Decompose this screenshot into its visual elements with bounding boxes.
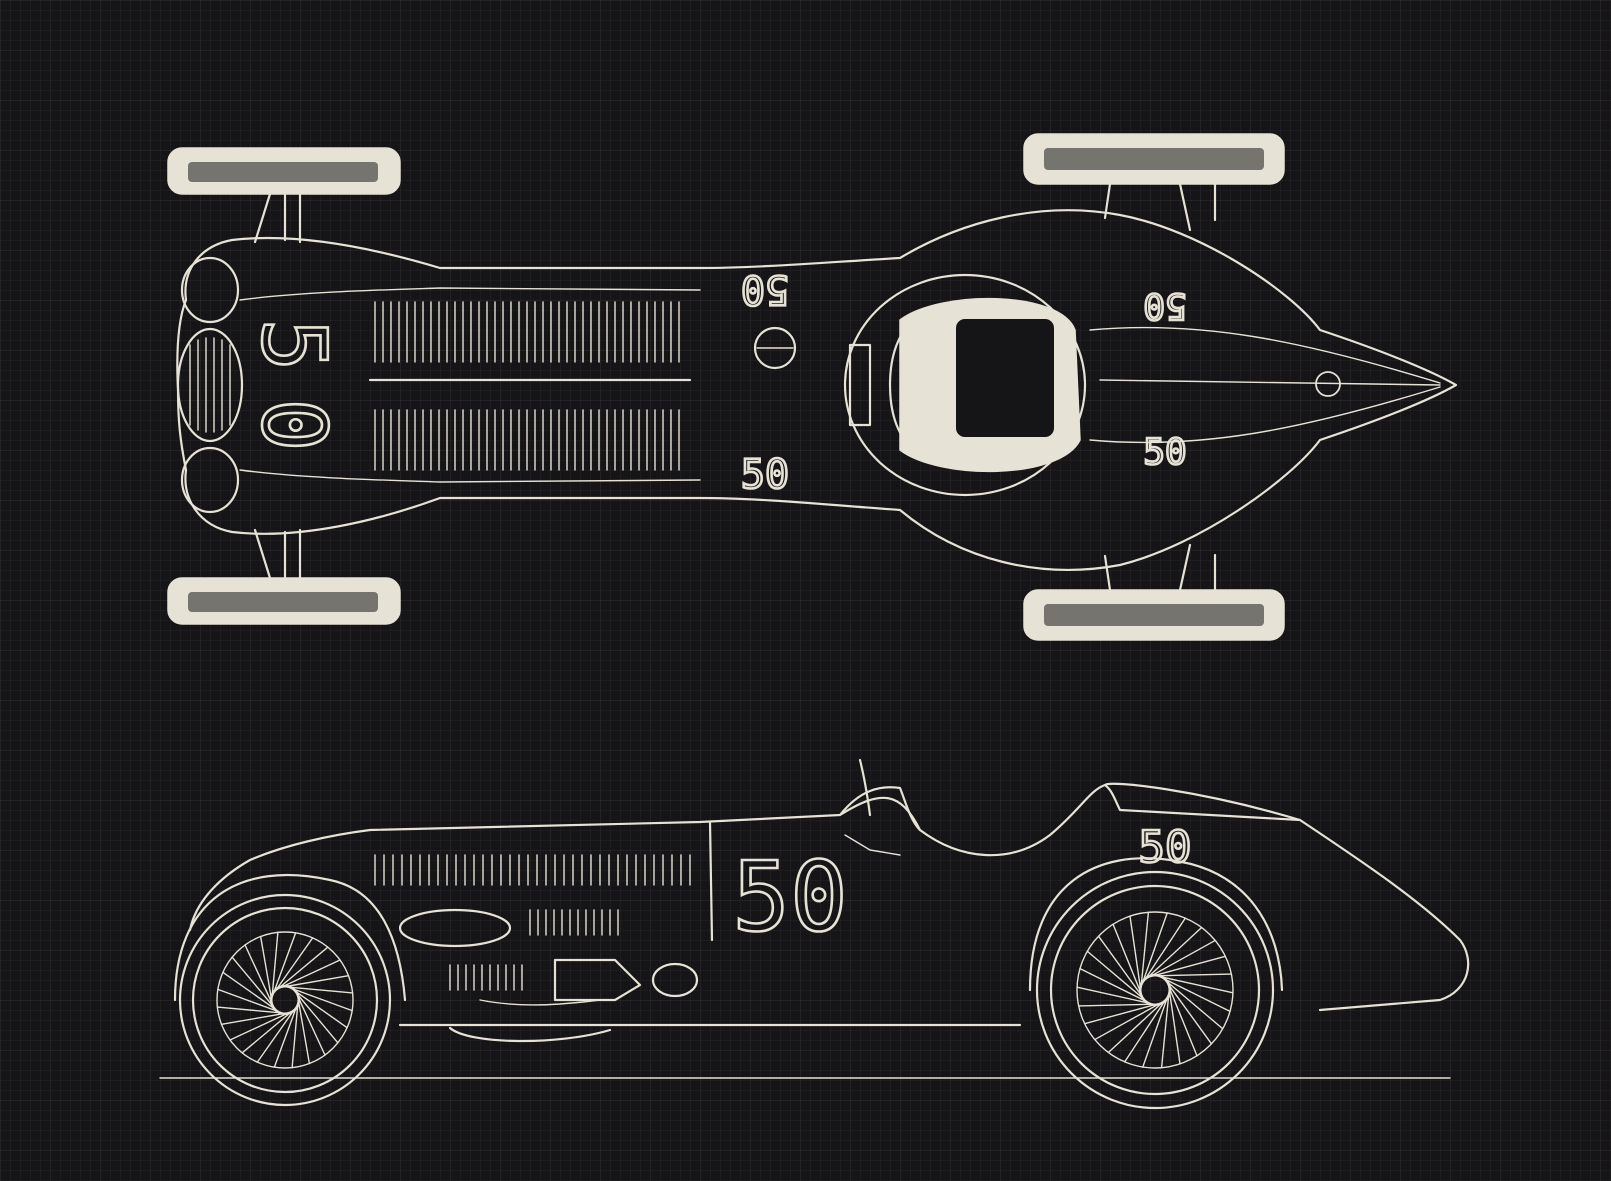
rear-left-wheel-top (1023, 133, 1285, 185)
front-left-wheel-top (167, 147, 401, 195)
side-view-car: 50 50 (159, 758, 1470, 1110)
front-wheel-side (178, 893, 392, 1107)
number-front-a: 5 (242, 319, 345, 372)
front-right-wheel-top (167, 577, 401, 625)
side-number: 50 (732, 841, 848, 953)
filler-cap-top (753, 326, 797, 370)
number-side-bottom: 50 (741, 452, 789, 498)
tail-lines-top (1089, 326, 1441, 444)
rear-wheel-side (1035, 870, 1275, 1110)
top-view-car: 5 0 50 50 50 50 (167, 133, 1458, 641)
side-number-tail: 50 (1139, 822, 1192, 873)
body-outline-top (176, 209, 1458, 571)
number-tail-bottom: 50 (1143, 432, 1186, 473)
cockpit-top-view (843, 273, 1087, 497)
exhaust-pipe (448, 1026, 612, 1043)
number-front-b: 0 (242, 399, 345, 452)
suspension-top-view (253, 182, 1217, 592)
number-side-top: 50 (741, 266, 789, 312)
louvres-top-view (374, 301, 680, 471)
rear-right-wheel-top (1023, 589, 1285, 641)
number-tail-top: 50 (1143, 285, 1186, 326)
louvres-side-view (374, 854, 691, 991)
nose-grille (176, 256, 244, 514)
